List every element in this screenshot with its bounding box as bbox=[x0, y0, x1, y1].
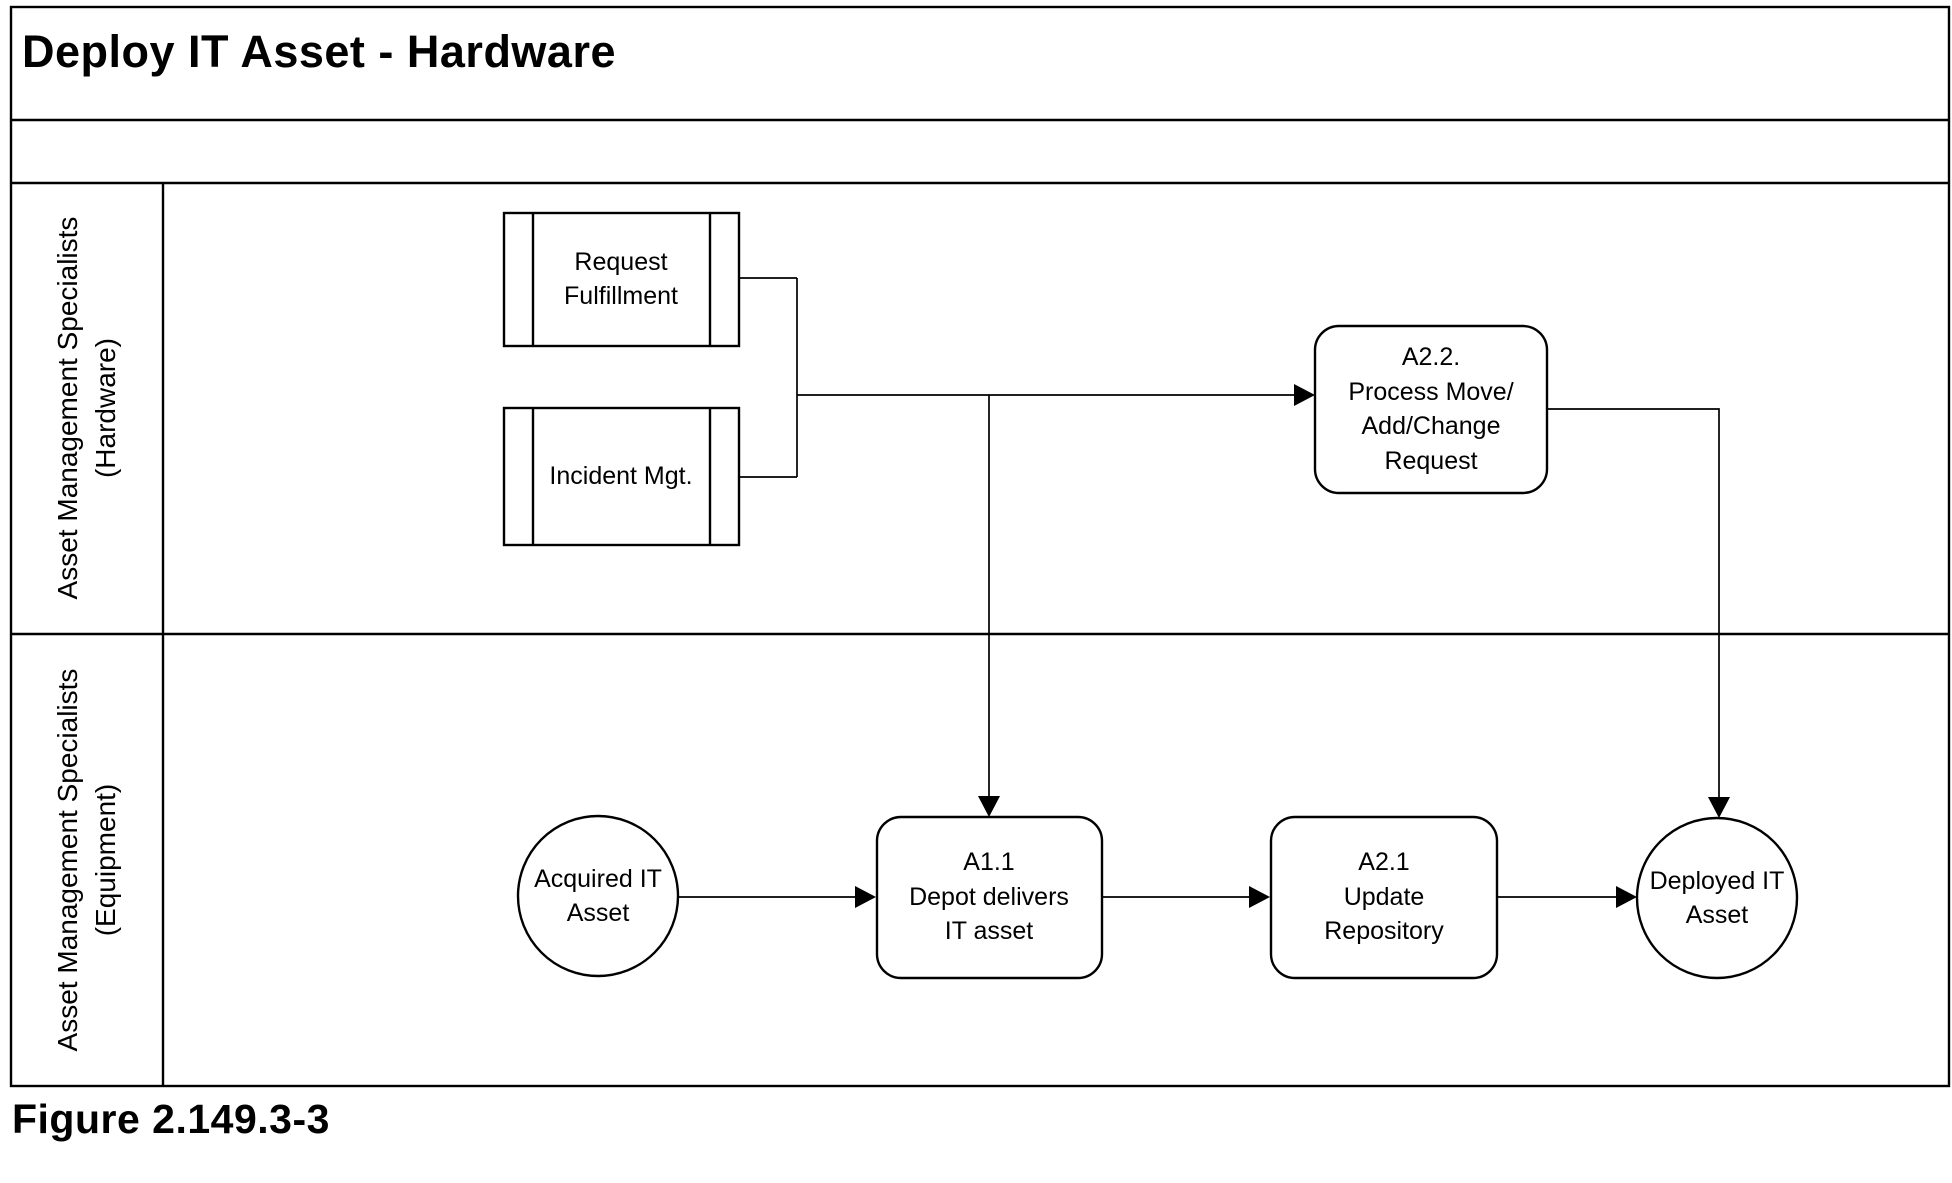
arrowhead-into-a1-1-left bbox=[855, 886, 876, 908]
node-incident-mgt-shape bbox=[502, 406, 741, 547]
arrowhead-into-deployed-left bbox=[1616, 886, 1637, 908]
node-request-fulfillment-shape bbox=[502, 211, 741, 348]
node-label-deployed-it-asset: Deployed IT Asset bbox=[1649, 866, 1785, 930]
arrowhead-into-deployed-top bbox=[1708, 797, 1730, 818]
lane-label-equipment: Asset Management Specialists (Equipment) bbox=[52, 668, 121, 1052]
arrowhead-into-a2-1-left bbox=[1249, 886, 1270, 908]
node-label-acquired-it-asset: Acquired IT Asset bbox=[534, 864, 662, 928]
node-label-a2-1: A2.1 Update Repository bbox=[1324, 848, 1444, 946]
diagram-frame bbox=[9, 5, 1951, 1088]
node-label-a1-1: A1.1 Depot delivers IT asset bbox=[909, 848, 1069, 946]
node-acquired-it-asset-shape bbox=[516, 814, 680, 978]
arrowhead-into-a1-1-top bbox=[978, 796, 1000, 817]
edge-a2-2-to-deployed bbox=[1547, 408, 1720, 798]
figure-caption: Figure 2.149.3-3 bbox=[12, 1096, 330, 1142]
lane-label-hardware: Asset Management Specialists (Hardware) bbox=[52, 216, 121, 600]
arrowhead-into-a2-2 bbox=[1294, 384, 1315, 406]
diagram-title: Deploy IT Asset - Hardware bbox=[22, 26, 617, 77]
node-label-request-fulfillment: Request Fulfillment bbox=[564, 247, 678, 311]
edge-merge-to-a2-2 bbox=[739, 277, 1295, 478]
node-label-a2-2: A2.2. Process Move/ Add/Change Request bbox=[1348, 343, 1514, 475]
node-deployed-it-asset-shape bbox=[1635, 816, 1799, 980]
node-label-incident-mgt: Incident Mgt. bbox=[549, 461, 693, 490]
